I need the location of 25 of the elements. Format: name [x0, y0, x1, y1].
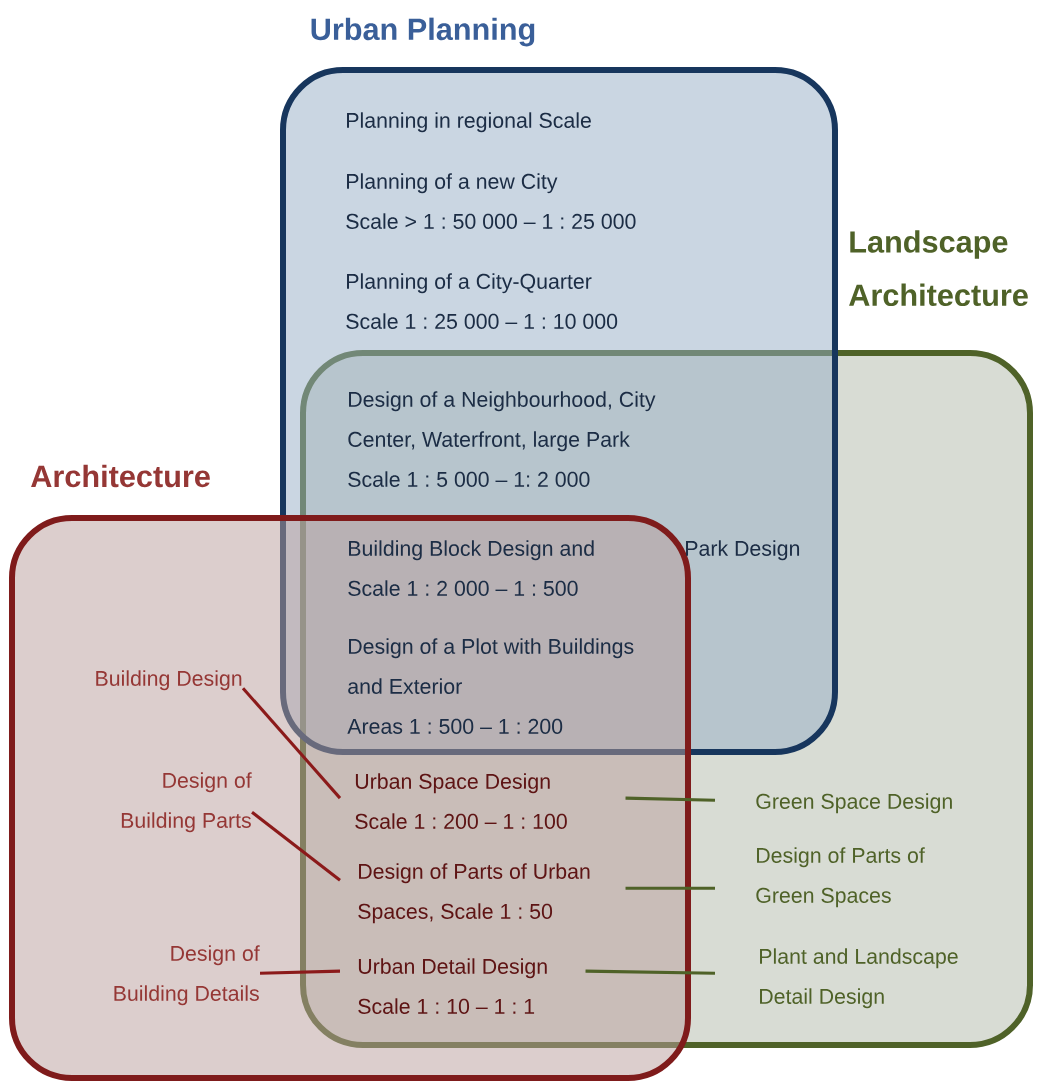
discipline-label: Building Design	[96, 670, 242, 691]
discipline-label: Plant and Landscape Detail Design	[760, 948, 958, 1009]
connector-line	[241, 687, 342, 800]
region-heading: Landscape Architecture	[849, 230, 1028, 307]
connector-line	[259, 969, 341, 975]
scale-label: Urban Space Design Scale 1 : 200 – 1 : 100	[355, 773, 567, 829]
scale-description: Park Design	[686, 540, 800, 561]
scale-label: Design of Parts of Urban Spaces, Scale 1 : 50	[358, 863, 590, 924]
connector-line	[585, 969, 716, 975]
scale-description: Planning of a new City Scale > 1 : 50 000 – 1 : 25 000	[346, 173, 636, 229]
region-heading: Urban Planning	[311, 17, 535, 47]
connector-line	[251, 811, 341, 882]
scale-description: Design of a Plot with Buildings and Exterior Areas 1 : 500 – 1 : 200	[347, 638, 634, 734]
discipline-label: Green Space Design	[756, 793, 952, 814]
scale-description: Planning in regional Scale	[347, 112, 591, 133]
connector-line	[625, 796, 716, 802]
connector-line	[625, 886, 715, 890]
scale-label: Urban Detail Design Scale 1 : 10 – 1 : 1	[358, 958, 547, 1014]
scale-description: Design of a Neighbourhood, City Center, Waterfront, large Park Scale 1 : 5 000 – 1: 2 000	[348, 391, 656, 487]
discipline-label: Design of Parts of Green Spaces	[756, 847, 925, 908]
discipline-label: Design of Building Details	[114, 945, 260, 1006]
region-heading: Architecture	[31, 464, 210, 488]
scale-description: Planning of a City-Quarter Scale 1 : 25 000 – 1 : 10 000	[346, 273, 618, 329]
scale-description: Building Block Design and Scale 1 : 2 000 – 1 : 500	[348, 540, 594, 596]
discipline-label: Design of Building Parts	[121, 772, 252, 833]
